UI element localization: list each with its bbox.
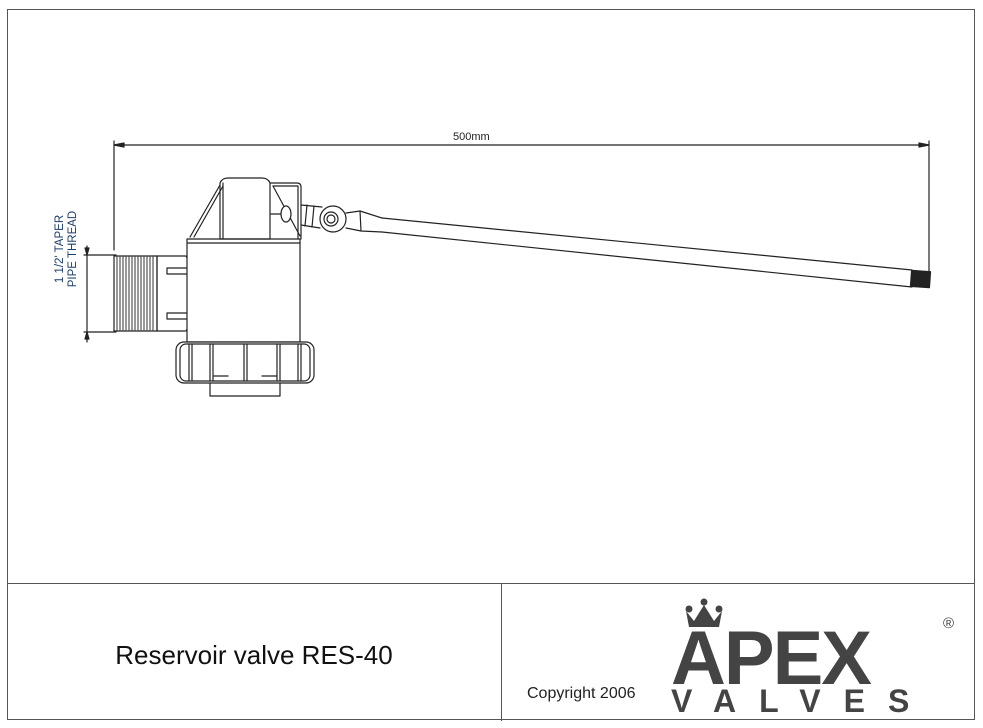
thread-spec-label: 1 1/2' TAPER PIPE THREAD <box>54 204 80 294</box>
crown-icon <box>685 598 723 627</box>
title-cell: Reservoir valve RES-40 <box>7 584 502 721</box>
drawing-title: Reservoir valve RES-40 <box>115 640 393 670</box>
float-arm-joint <box>300 204 383 233</box>
thread-spec-line2: PIPE THREAD <box>67 210 79 288</box>
thread-dimension <box>83 245 117 343</box>
apex-valves-logo: APEX ® VALVES <box>671 598 954 719</box>
logo-brand-text: APEX <box>671 616 872 701</box>
title-block: Reservoir valve RES-40 Copyright 2006 AP… <box>7 583 975 721</box>
thread-spec-line1: 1 1/2' TAPER <box>54 214 66 284</box>
length-dimension-label: 500mm <box>453 131 490 143</box>
float-rod <box>381 217 932 289</box>
drawing-sheet-border <box>7 9 975 720</box>
union-nut <box>175 341 315 397</box>
valve-body <box>186 177 302 343</box>
registered-mark: ® <box>943 615 954 632</box>
logo-sub-brand-text: VALVES <box>671 683 932 719</box>
length-dimension <box>113 140 930 276</box>
copyright-text: Copyright 2006 <box>527 685 636 702</box>
logo-cell: Copyright 2006 APEX ® VALVES <box>502 584 975 721</box>
